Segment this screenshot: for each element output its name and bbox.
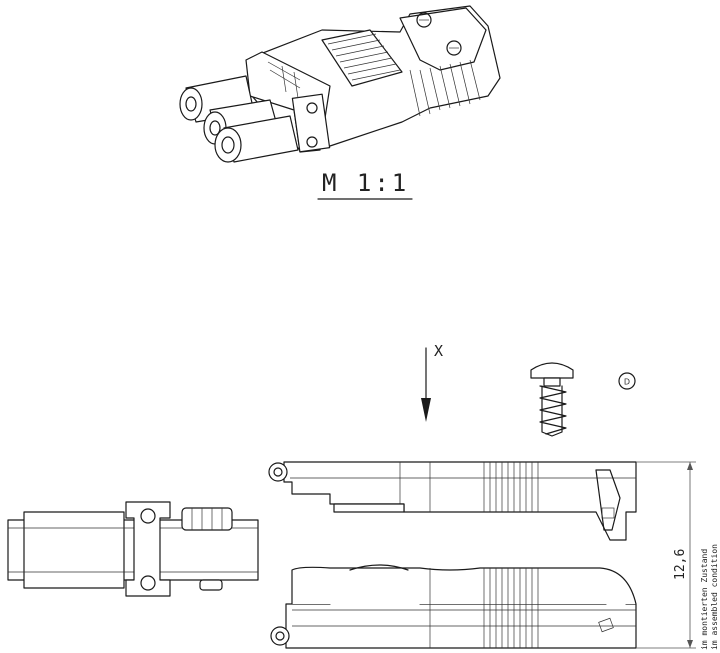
height-dimension: 12,6 im montierten Zustand im assembled … — [636, 461, 719, 650]
view-label: X — [434, 342, 443, 360]
side-view-lower — [270, 564, 637, 649]
screw-drawing — [530, 362, 574, 437]
isometric-connector-view — [179, 5, 501, 163]
detail-marker: D — [618, 372, 636, 390]
view-direction-arrow: X — [421, 342, 443, 422]
dimension-value: 12,6 — [673, 549, 688, 580]
dimension-note-en: im assembled condition — [710, 544, 719, 650]
scale-label: M 1:1 — [322, 169, 409, 197]
end-view-connector — [7, 501, 259, 597]
detail-marker-label: D — [624, 378, 630, 387]
scale-label-group: M 1:1 — [317, 169, 413, 200]
dimension-note-de: im montierten Zustand — [700, 549, 709, 650]
side-view-upper — [268, 461, 637, 541]
